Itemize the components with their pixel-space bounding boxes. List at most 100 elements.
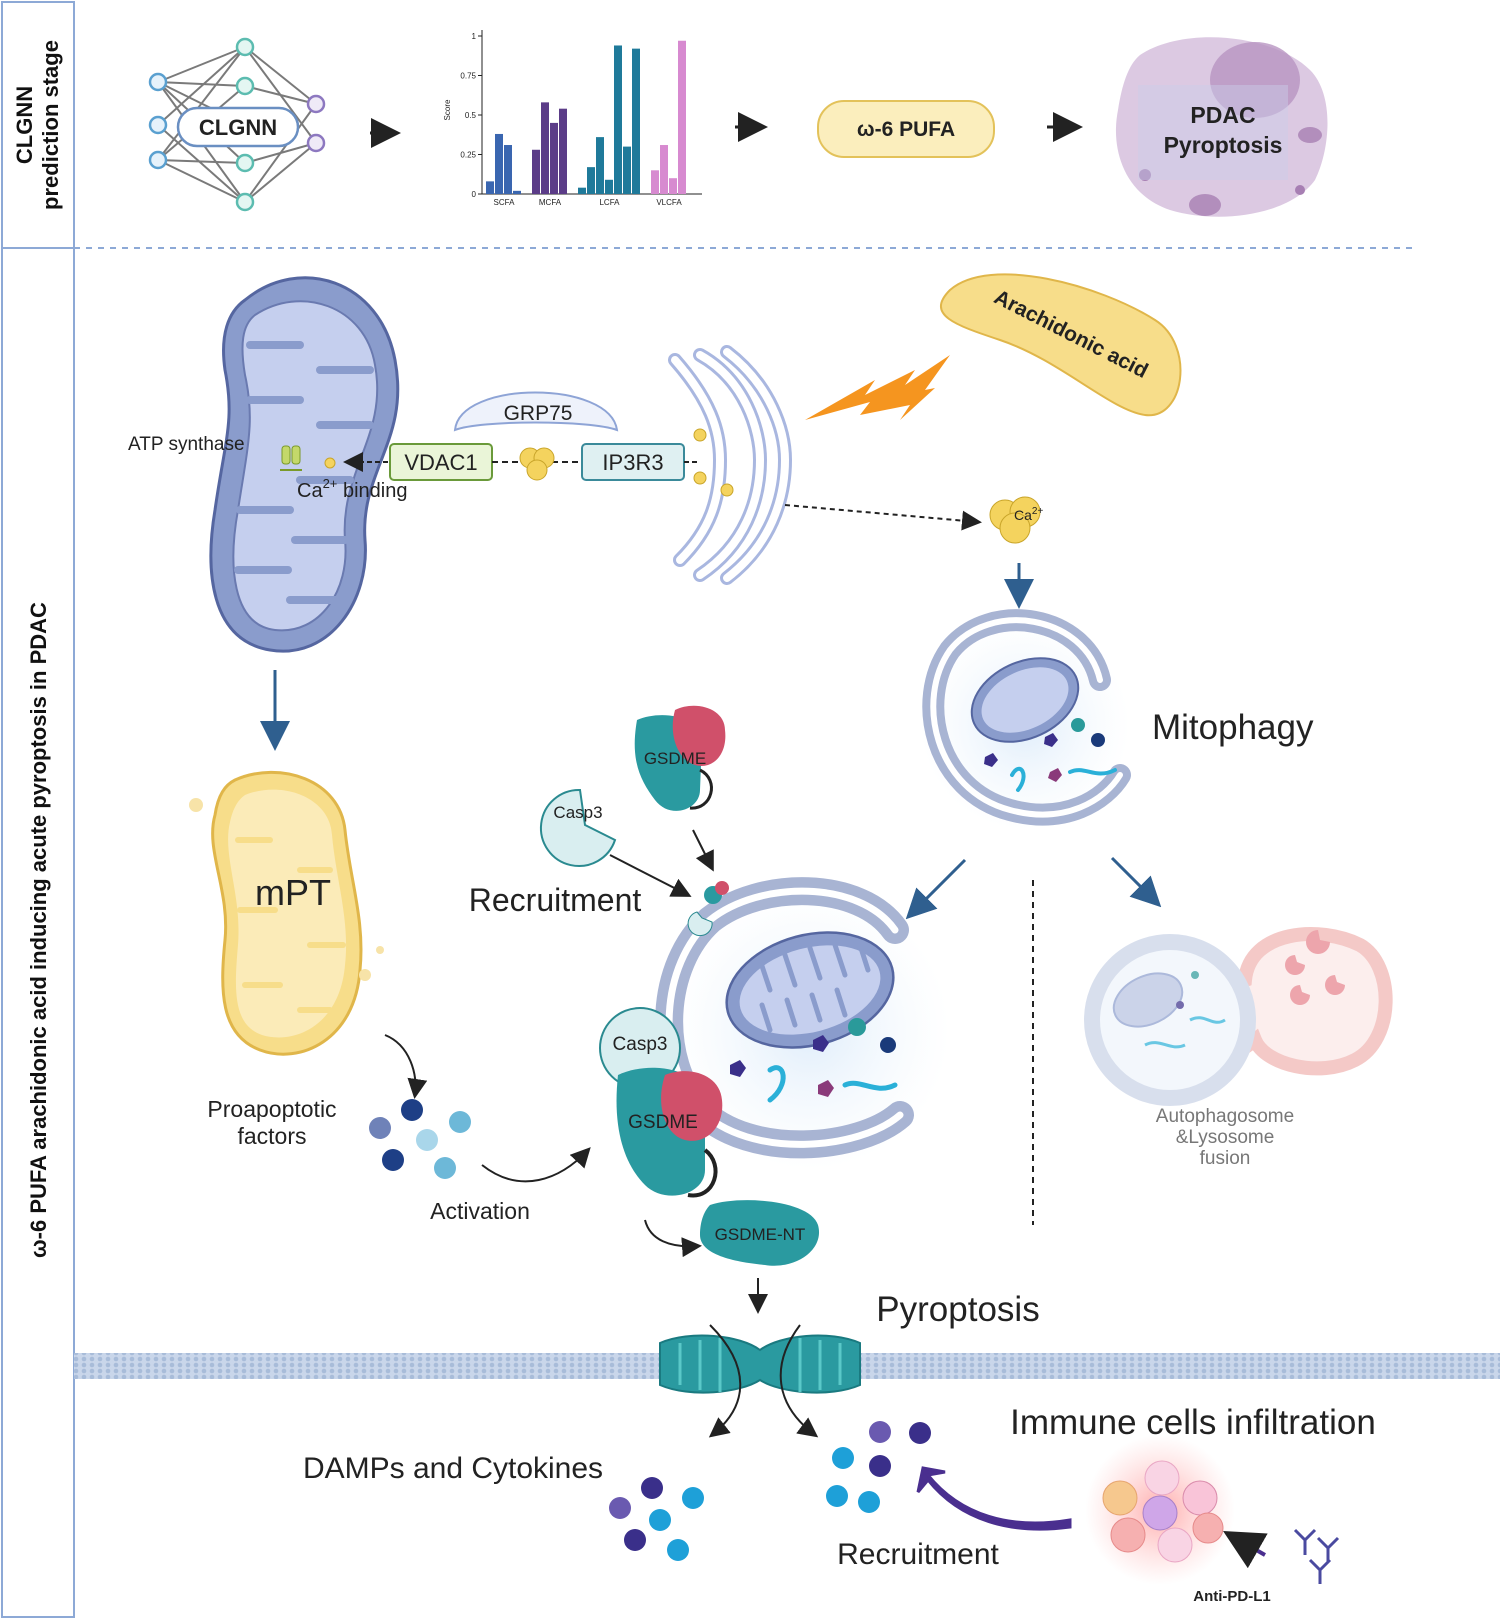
damps-label: DAMPs and Cytokines xyxy=(303,1452,603,1485)
clgnn-box xyxy=(176,106,300,148)
vdac1-label: VDAC1 xyxy=(404,450,477,475)
bar-mcfa-0 xyxy=(532,149,540,194)
anti-pdl1-antibody-icon xyxy=(1293,1528,1340,1584)
casp3-main-label: Casp3 xyxy=(613,1034,668,1055)
pore-left-arrow-icon xyxy=(708,1324,742,1438)
damps-particles-icon xyxy=(609,1477,704,1561)
gsdme-main-label: GSDME xyxy=(628,1112,698,1133)
recruitment-bottom-label: Recruitment xyxy=(837,1538,999,1571)
bar-lcfa-4 xyxy=(614,45,622,195)
x-category-label: SCFA xyxy=(494,198,516,207)
y-tick-label: 0.75 xyxy=(460,72,476,81)
recruited-cytokines-icon xyxy=(826,1421,931,1513)
pufa-box xyxy=(817,100,995,158)
network-nodes xyxy=(148,37,326,212)
x-category-label: VLCFA xyxy=(656,198,682,207)
mitophagy-icon xyxy=(920,609,1131,830)
mpt-mitochondrion-icon xyxy=(189,770,384,1056)
clgnn-label: CLGNN xyxy=(199,115,277,140)
bar-lcfa-0 xyxy=(578,187,586,194)
x-category-label: LCFA xyxy=(599,198,620,207)
mitophagy-to-center-arrow-icon xyxy=(905,858,967,920)
er-ca-ions-icon xyxy=(693,428,734,497)
er-to-ca-arrow-icon xyxy=(784,504,982,531)
activation-label: Activation xyxy=(430,1198,530,1224)
ca-cluster-label: Ca2+ xyxy=(1014,506,1043,523)
bar-vlcfa-0 xyxy=(651,170,659,194)
ca-ion-icon xyxy=(324,457,336,469)
bar-vlcfa-3 xyxy=(678,40,686,194)
central-mitophagosome-icon xyxy=(655,877,950,1170)
ca-cluster-large-icon xyxy=(989,496,1041,544)
mpt-label: mPT xyxy=(255,872,331,913)
autophagosome-label-line2: &Lysosome xyxy=(1176,1127,1275,1148)
casp3-top-icon xyxy=(539,788,617,867)
pdac-label-line2: Pyroptosis xyxy=(1164,132,1283,158)
immune-to-recruit-arrow-icon xyxy=(916,1466,1072,1531)
bar-mcfa-1 xyxy=(541,102,549,194)
ca-cluster-small-icon xyxy=(519,447,555,481)
bar-scfa-2 xyxy=(504,145,512,194)
bar-scfa-1 xyxy=(495,133,503,194)
pdac-label-line1: PDAC xyxy=(1190,102,1255,128)
immune-infiltration-label: Immune cells infiltration xyxy=(1010,1403,1376,1442)
gsdme-nt-label: GSDME-NT xyxy=(715,1225,806,1244)
gsdme-pore-icon xyxy=(659,1334,861,1394)
bar-mcfa-3 xyxy=(559,108,567,194)
bar-lcfa-5 xyxy=(623,146,631,194)
pufa-label: ω-6 PUFA xyxy=(857,118,955,141)
casp3-top-label: Casp3 xyxy=(553,803,602,822)
mitophagy-label: Mitophagy xyxy=(1152,708,1314,747)
proapoptotic-label-line2: factors xyxy=(237,1123,306,1149)
ca-binding-label: Ca2+ binding xyxy=(297,476,407,502)
grp75-shape xyxy=(453,391,619,432)
activation-arrow-icon xyxy=(481,1147,591,1183)
pore-right-arrow-icon xyxy=(779,1324,819,1438)
pdac-cell-icon xyxy=(1115,37,1328,217)
bar-vlcfa-1 xyxy=(660,145,668,194)
casp3-to-recruit-arrow-icon xyxy=(609,854,692,897)
recruitment-top-label: Recruitment xyxy=(469,882,642,918)
mitophagy-to-fusion-arrow-icon xyxy=(1110,856,1162,908)
bar-scfa-0 xyxy=(486,181,494,194)
bar-scfa-3 xyxy=(513,190,521,194)
y-tick-label: 1 xyxy=(472,32,477,41)
mitochondrion-icon xyxy=(209,276,400,653)
top-panel-label-line2: prediction stage xyxy=(38,40,63,210)
bar-lcfa-1 xyxy=(587,167,595,194)
gsdme-top-label: GSDME xyxy=(644,749,706,768)
antibody-to-immune-arrow-icon xyxy=(1223,1531,1268,1569)
panel-frames xyxy=(1,1,1415,1618)
arachidonic-acid-shape xyxy=(940,273,1182,417)
mpt-to-factors-arrow-icon xyxy=(384,1034,428,1099)
gsdme-main-icon xyxy=(616,1067,723,1198)
gsdme-top-icon xyxy=(634,705,726,811)
autophagosome-label-line1: Autophagosome xyxy=(1156,1106,1294,1127)
x-category-label: MCFA xyxy=(539,198,562,207)
y-tick-label: 0.25 xyxy=(460,151,476,160)
atp-synthase-label: ATP synthase xyxy=(128,434,245,455)
proapoptotic-label-line1: Proapoptotic xyxy=(207,1096,336,1122)
proapoptotic-factors-icon xyxy=(369,1099,471,1179)
gsdme-to-recruit-arrow-icon xyxy=(692,829,714,872)
anti-pdl1-label: Anti-PD-L1 xyxy=(1193,1588,1271,1605)
ip3r3-label: IP3R3 xyxy=(602,450,663,475)
bar-lcfa-3 xyxy=(605,179,613,194)
autolysosome-fusion-icon xyxy=(1084,927,1393,1106)
y-tick-label: 0.5 xyxy=(465,111,477,120)
pyroptosis-label: Pyroptosis xyxy=(876,1290,1039,1329)
autophagosome-label-line3: fusion xyxy=(1200,1148,1251,1169)
bar-vlcfa-2 xyxy=(669,178,677,194)
chart-ylabel: Score xyxy=(443,99,452,120)
lightning-bolt-icon xyxy=(805,355,950,420)
top-panel-label-line1: CLGNN xyxy=(12,86,37,164)
bar-lcfa-6 xyxy=(632,48,640,194)
endoplasmic-reticulum-inner-icon xyxy=(671,348,790,582)
bar-mcfa-2 xyxy=(550,122,558,194)
grp75-label: GRP75 xyxy=(504,402,573,425)
bar-lcfa-2 xyxy=(596,137,604,194)
gsdme-nt-icon xyxy=(700,1200,820,1266)
atp-synthase-icon xyxy=(280,445,302,471)
